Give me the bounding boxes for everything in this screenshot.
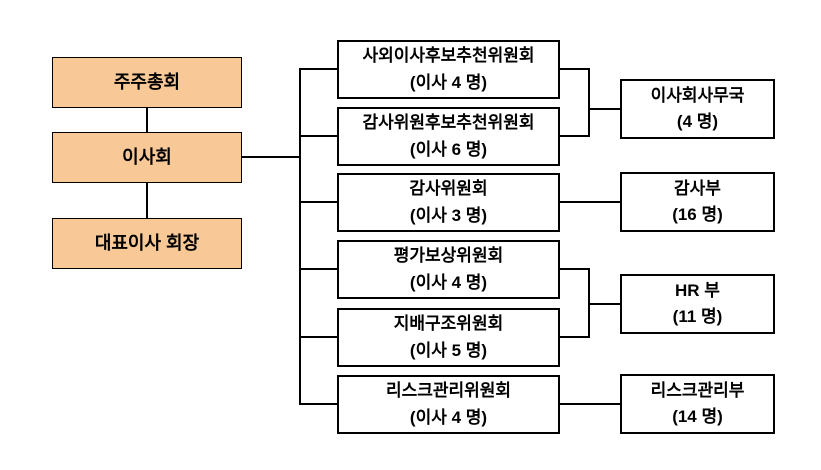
connector-board-ceo [146, 183, 148, 218]
connector-trunk-vertical [299, 68, 301, 405]
connector-stub-committee-1 [560, 68, 590, 70]
box-title: 이사회사무국 [650, 85, 745, 105]
box-title: HR 부 [675, 280, 720, 300]
box-title: 사외이사후보추천위원회 [362, 46, 535, 66]
connector-audit-committee-department [560, 201, 620, 203]
box-detail: (이사 5 명) [409, 340, 488, 360]
connector-to-hr [588, 303, 620, 305]
box-risk-management-department: 리스크관리부 (14 명) [620, 374, 775, 434]
box-ceo-chairman: 대표이사 회장 [52, 218, 242, 269]
box-evaluation-compensation-committee: 평가보상위원회 (이사 4 명) [337, 240, 560, 299]
connector-to-secretariat [588, 108, 620, 110]
box-detail: (이사 4 명) [409, 407, 488, 427]
box-label: 주주총회 [113, 71, 181, 92]
box-detail: (이사 6 명) [409, 139, 488, 159]
box-shareholders-meeting: 주주총회 [52, 57, 242, 108]
box-label: 이사회 [122, 146, 172, 167]
box-title: 감사위원회 [409, 179, 488, 199]
connector-risk-committee-department [560, 403, 620, 405]
box-title: 지배구조위원회 [393, 314, 504, 334]
box-title: 감사위원후보추천위원회 [362, 113, 535, 133]
connector-branch-committee-4 [299, 268, 337, 270]
box-board-secretariat: 이사회사무국 (4 명) [620, 79, 775, 139]
box-detail: (11 명) [672, 307, 723, 326]
box-detail: (이사 4 명) [409, 72, 488, 92]
connector-board-trunk [242, 156, 300, 158]
connector-merge-secretariat [588, 68, 590, 137]
box-audit-committee: 감사위원회 (이사 3 명) [337, 173, 560, 232]
connector-stub-committee-5 [560, 336, 590, 338]
box-detail: (4 명) [676, 112, 719, 131]
box-title: 평가보상위원회 [393, 246, 504, 266]
connector-branch-committee-3 [299, 201, 337, 203]
box-board-of-directors: 이사회 [52, 132, 242, 183]
box-detail: (14 명) [672, 407, 723, 426]
box-governance-committee: 지배구조위원회 (이사 5 명) [337, 308, 560, 367]
box-risk-management-committee: 리스크관리위원회 (이사 4 명) [337, 375, 560, 434]
box-title: 감사부 [674, 178, 721, 198]
connector-stub-committee-2 [560, 135, 590, 137]
box-label: 대표이사 회장 [94, 232, 200, 253]
connector-branch-committee-6 [299, 403, 337, 405]
box-detail: (이사 4 명) [409, 272, 488, 292]
box-audit-member-nomination-committee: 감사위원후보추천위원회 (이사 6 명) [337, 107, 560, 166]
connector-stub-committee-4 [560, 268, 590, 270]
connector-branch-committee-1 [299, 68, 337, 70]
box-detail: (이사 3 명) [409, 205, 488, 225]
box-detail: (16 명) [672, 205, 723, 224]
connector-shareholders-board [146, 108, 148, 132]
box-title: 리스크관리부 [650, 380, 745, 400]
box-outside-director-nomination-committee: 사외이사후보추천위원회 (이사 4 명) [337, 40, 560, 99]
box-title: 리스크관리위원회 [385, 381, 512, 401]
box-hr-department: HR 부 (11 명) [620, 274, 775, 334]
connector-branch-committee-5 [299, 336, 337, 338]
connector-branch-committee-2 [299, 135, 337, 137]
box-audit-department: 감사부 (16 명) [620, 172, 775, 232]
